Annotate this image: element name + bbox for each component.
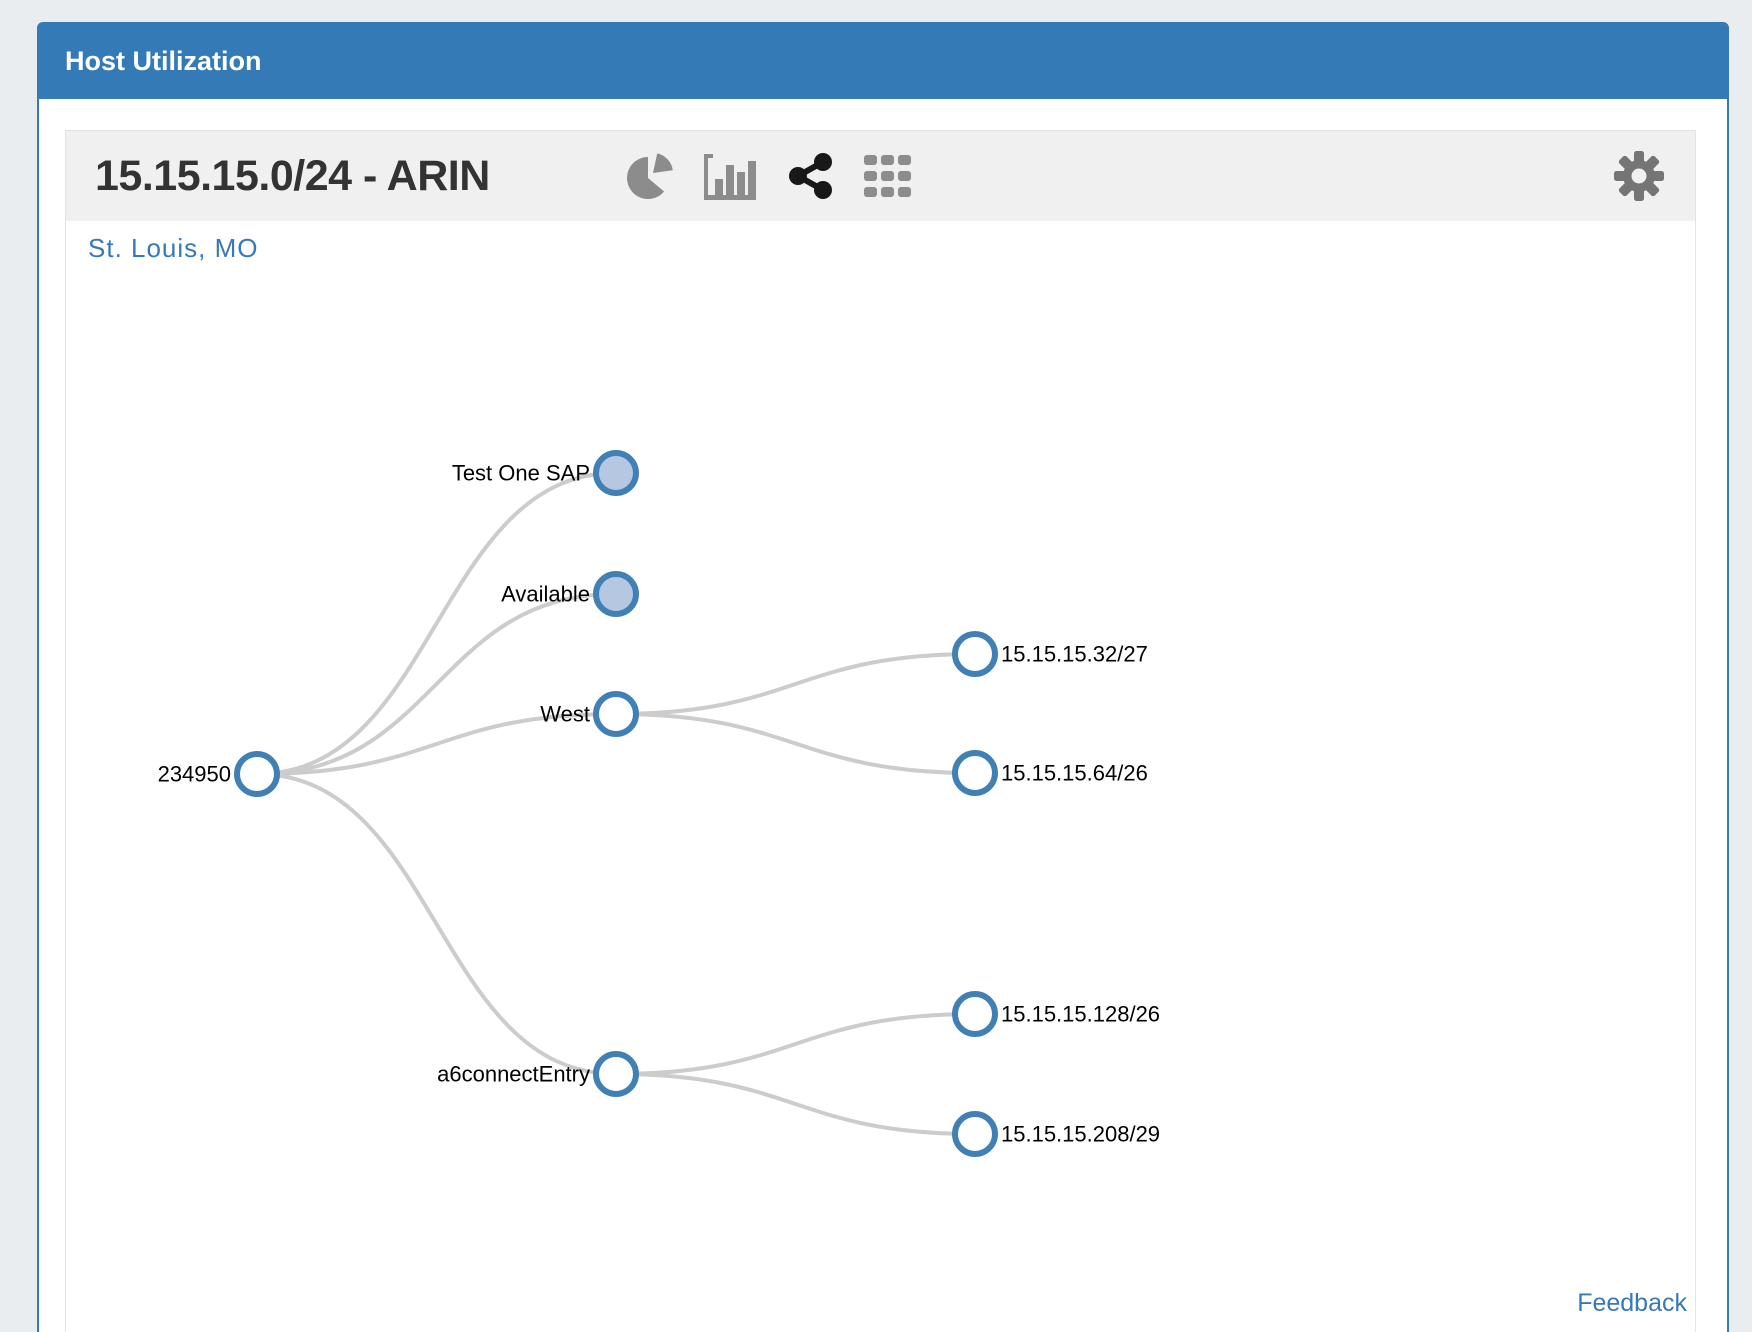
pie-chart-view-button[interactable] (626, 152, 674, 200)
tree-node-label-net64: 15.15.15.64/26 (1001, 761, 1148, 786)
tree-link-west-net32 (615, 652, 976, 716)
widget-title: 15.15.15.0/24 - ARIN (95, 151, 490, 200)
tree-link-a6conn-net128 (615, 1012, 976, 1076)
feedback-link[interactable]: Feedback (1577, 1289, 1687, 1317)
tree-link-root-west (256, 712, 617, 776)
panel-body: 15.15.15.0/24 - ARIN (39, 99, 1727, 1332)
tree-link-west-net64 (615, 712, 976, 775)
share-icon (788, 152, 834, 200)
view-toolbar (626, 152, 911, 200)
panel-header: Host Utilization (39, 24, 1727, 99)
tree-link-root-a6conn (256, 772, 617, 1076)
location-link[interactable]: St. Louis, MO (88, 233, 259, 263)
bar-chart-icon (703, 152, 758, 200)
pie-chart-icon (626, 152, 674, 200)
grid-view-button[interactable] (863, 155, 911, 197)
host-utilization-panel: Host Utilization 15.15.15.0/24 - ARIN (37, 22, 1729, 1332)
tree-node-west[interactable] (593, 691, 639, 737)
host-utilization-widget: 15.15.15.0/24 - ARIN (65, 130, 1696, 1332)
bar-chart-view-button[interactable] (703, 152, 758, 200)
grid-icon (863, 155, 911, 197)
tree-node-label-a6conn: a6connectEntry (437, 1062, 590, 1087)
tree-node-label-avail: Available (501, 582, 590, 607)
settings-button[interactable] (1613, 150, 1665, 202)
gear-icon (1613, 150, 1665, 202)
tree-node-net128[interactable] (952, 991, 998, 1037)
tree-node-tsap[interactable] (593, 450, 639, 496)
share-view-button[interactable] (788, 152, 834, 200)
tree-node-root[interactable] (234, 751, 280, 797)
tree-node-label-net128: 15.15.15.128/26 (1001, 1002, 1160, 1027)
tree-link-root-tsap (256, 471, 617, 776)
tree-node-label-west: West (540, 702, 590, 727)
tree-node-net64[interactable] (952, 750, 998, 796)
panel-title: Host Utilization (65, 46, 262, 76)
tree-node-avail[interactable] (593, 571, 639, 617)
tree-node-net32[interactable] (952, 631, 998, 677)
tree-node-label-tsap: Test One SAP (452, 461, 590, 486)
tree-link-a6conn-net208 (615, 1072, 976, 1136)
tree-node-net208[interactable] (952, 1111, 998, 1157)
tree-node-label-net208: 15.15.15.208/29 (1001, 1122, 1160, 1147)
tree-node-label-root: 234950 (158, 762, 231, 787)
tree-node-a6conn[interactable] (593, 1051, 639, 1097)
tree-node-label-net32: 15.15.15.32/27 (1001, 642, 1148, 667)
widget-header: 15.15.15.0/24 - ARIN (66, 131, 1695, 221)
tree-link-root-avail (256, 592, 617, 776)
